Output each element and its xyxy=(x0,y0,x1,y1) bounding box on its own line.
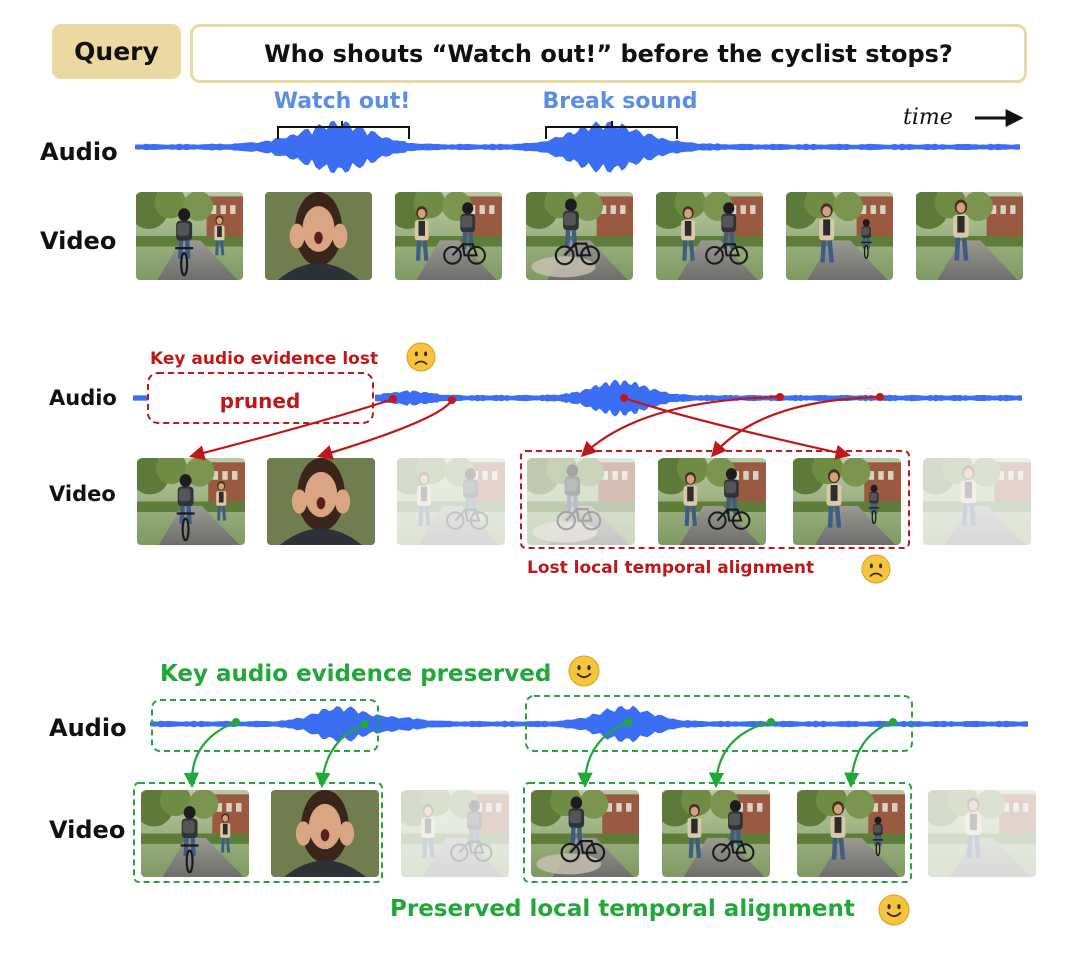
lost-arrow-1 xyxy=(189,397,394,461)
preserved-arrow-4 xyxy=(708,720,772,789)
preserved-arrow-5-dot xyxy=(889,718,897,726)
preserved-arrow-3 xyxy=(577,720,629,789)
panel1-woman-cyclist-frame xyxy=(395,192,502,280)
panel2-woman-walking-frame xyxy=(923,458,1031,545)
audio-row-label: Audio xyxy=(40,138,118,166)
panel1-cyclist-rear-frame xyxy=(136,192,243,280)
panel3-braking-cyclist-frame xyxy=(531,790,639,877)
lost-arrow-5-dot xyxy=(620,394,628,402)
lost-evidence-caption: Key audio evidence lost xyxy=(150,349,378,369)
lost-arrow-4-dot xyxy=(876,393,884,401)
panel2-shouting-woman-frame xyxy=(267,458,375,545)
video-row-label: Video xyxy=(40,227,116,255)
panel3-woman-walking-frame xyxy=(928,790,1036,877)
preserved-arrow-1-dot xyxy=(232,718,240,726)
lost-arrow-2-dot xyxy=(448,396,456,404)
panel2-woman-cyclist-frame xyxy=(397,458,505,545)
panel2-braking-cyclist-frame xyxy=(527,458,635,545)
panel3-shouting-woman-frame xyxy=(271,790,379,877)
smiling-face-icon xyxy=(878,894,910,926)
panel3-cyclist-rear-frame xyxy=(141,790,249,877)
video-row-label: Video xyxy=(49,482,116,506)
panel2-cyclist-rear-frame xyxy=(137,458,245,545)
preserved-alignment-box-2 xyxy=(523,782,912,883)
audio-row-label: Audio xyxy=(49,386,117,410)
preserved-arrow-3-dot xyxy=(624,718,632,726)
preserved-arrow-5 xyxy=(844,720,894,789)
pruned-label: pruned xyxy=(220,389,301,413)
preserved-segment-box-1 xyxy=(151,699,379,752)
query-text: Who shouts “Watch out!” before the cycli… xyxy=(190,24,1027,83)
panel1-cyclist-walker-frame xyxy=(656,192,763,280)
panel1-shouting-woman-frame xyxy=(265,192,372,280)
panel1-woman-walking-cyclist-frame xyxy=(786,192,893,280)
lost-arrow-3 xyxy=(580,395,781,458)
sad-face-icon xyxy=(406,342,436,372)
pruned-audio-waveform xyxy=(375,379,1022,417)
lost-alignment-caption: Lost local temporal alignment xyxy=(527,558,814,578)
panel2-cyclist-walker-frame xyxy=(658,458,766,545)
panel1-braking-cyclist-frame xyxy=(526,192,633,280)
preserved-arrow-2 xyxy=(315,722,366,789)
smiling-face-icon xyxy=(568,655,600,687)
panel3-woman-walking-cyclist-frame xyxy=(797,790,905,877)
preserved-arrow-4-dot xyxy=(767,718,775,726)
event-label-break-sound: Break sound xyxy=(543,89,698,114)
preserved-arrow-1 xyxy=(183,720,237,789)
query-tag: Query xyxy=(52,24,181,79)
preserved-alignment-caption: Preserved local temporal alignment xyxy=(390,896,855,922)
panel3-cyclist-walker-frame xyxy=(662,790,770,877)
preserved-evidence-caption: Key audio evidence preserved xyxy=(160,661,551,687)
event-bracket-watch-out xyxy=(277,121,410,139)
pruned-segment-box xyxy=(147,372,374,424)
preserved-alignment-box-1 xyxy=(133,782,383,883)
audio-row-label: Audio xyxy=(49,714,127,742)
panel3-woman-cyclist-frame xyxy=(401,790,509,877)
lost-arrow-3-dot xyxy=(776,393,784,401)
sad-face-icon xyxy=(861,554,891,584)
panel2-woman-walking-cyclist-frame xyxy=(793,458,901,545)
lost-arrow-4 xyxy=(710,395,881,458)
pruned-audio-stub xyxy=(133,394,150,402)
lost-arrow-2 xyxy=(317,399,453,460)
audio-waveform xyxy=(135,120,1020,174)
time-axis-label: time xyxy=(903,105,953,130)
video-row-label: Video xyxy=(49,816,125,844)
event-bracket-break-sound xyxy=(545,121,678,139)
panel1-woman-walking-frame xyxy=(916,192,1023,280)
lost-arrow-1-dot xyxy=(389,395,397,403)
event-label-watch-out: Watch out! xyxy=(274,89,411,114)
preserved-audio-waveform xyxy=(150,705,1028,743)
lost-arrow-5 xyxy=(623,396,852,460)
preserved-segment-box-2 xyxy=(525,695,913,752)
preserved-arrow-2-dot xyxy=(361,720,369,728)
